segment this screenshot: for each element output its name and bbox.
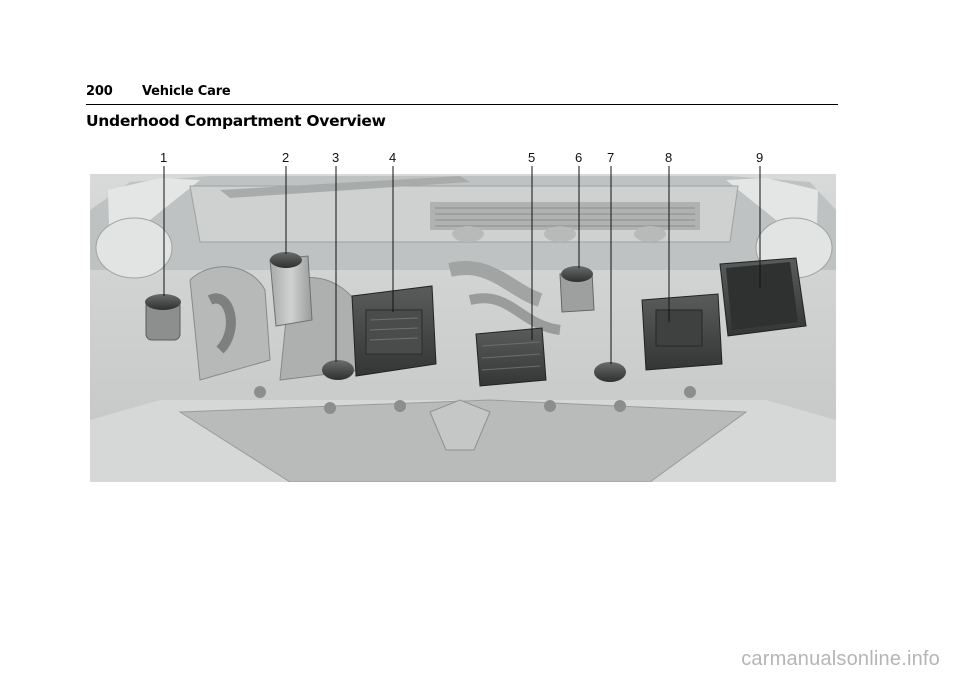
callout-9: 9 [756, 150, 763, 165]
engine-bay-illustration: 1 2 3 4 5 6 7 8 9 [90, 150, 836, 482]
chapter-title: Vehicle Care [142, 84, 231, 99]
callout-6: 6 [575, 150, 582, 165]
callout-5: 5 [528, 150, 535, 165]
watermark: carmanualsonline.info [741, 648, 940, 670]
callout-8: 8 [665, 150, 672, 165]
page-header: 200 Vehicle Care [86, 84, 838, 105]
page-number: 200 [86, 84, 113, 99]
callout-4: 4 [389, 150, 396, 165]
callout-3: 3 [332, 150, 339, 165]
callout-7: 7 [607, 150, 614, 165]
section-title: Underhood Compartment Overview [86, 112, 386, 130]
callout-1: 1 [160, 150, 167, 165]
callout-2: 2 [282, 150, 289, 165]
